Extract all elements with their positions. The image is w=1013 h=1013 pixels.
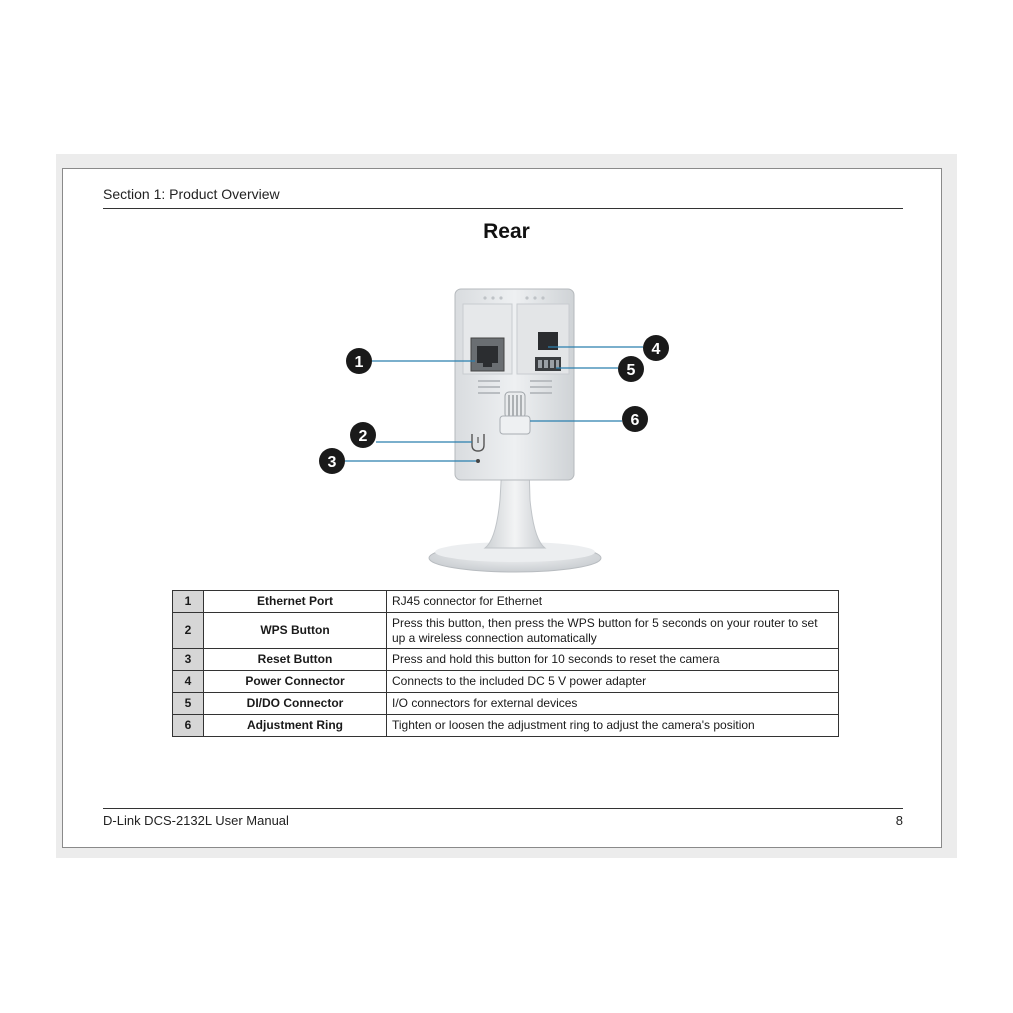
row-number: 5 xyxy=(172,692,204,715)
component-name: Ethernet Port xyxy=(203,590,387,613)
callout-lines xyxy=(345,346,643,462)
footer-manual-title: D-Link DCS-2132L User Manual xyxy=(103,813,289,828)
table-row: 6 Adjustment Ring Tighten or loosen the … xyxy=(172,714,839,737)
section-title: Section 1: Product Overview xyxy=(103,186,280,202)
component-description: Connects to the included DC 5 V power ad… xyxy=(386,670,839,693)
header-rule xyxy=(103,208,903,209)
row-number: 1 xyxy=(172,590,204,613)
component-description: Tighten or loosen the adjustment ring to… xyxy=(386,714,839,737)
component-name: DI/DO Connector xyxy=(203,692,387,715)
power-connector-icon xyxy=(538,332,558,350)
callout-3-label: 3 xyxy=(328,454,337,471)
row-number: 3 xyxy=(172,648,204,671)
component-name: WPS Button xyxy=(203,612,387,649)
callout-4-label: 4 xyxy=(652,341,661,358)
component-description: Press and hold this button for 10 second… xyxy=(386,648,839,671)
reset-button-icon xyxy=(476,459,480,463)
callout-3: 3 xyxy=(319,448,345,474)
callout-1: 1 xyxy=(346,348,372,374)
callout-2-label: 2 xyxy=(359,428,368,445)
component-name: Adjustment Ring xyxy=(203,714,387,737)
table-row: 5 DI/DO Connector I/O connectors for ext… xyxy=(172,692,839,715)
table-row: 3 Reset Button Press and hold this butto… xyxy=(172,648,839,671)
component-description: RJ45 connector for Ethernet xyxy=(386,590,839,613)
camera-stand xyxy=(483,429,547,549)
page-number: 8 xyxy=(895,813,903,828)
dido-connector-icon xyxy=(535,357,561,371)
callout-6-label: 6 xyxy=(631,412,640,429)
camera-body xyxy=(454,288,575,481)
page-heading: Rear xyxy=(483,220,530,243)
callout-5: 5 xyxy=(618,356,644,382)
callout-1-label: 1 xyxy=(355,354,364,371)
ethernet-port-icon xyxy=(470,337,505,372)
component-description: Press this button, then press the WPS bu… xyxy=(386,612,839,649)
table-row: 1 Ethernet Port RJ45 connector for Ether… xyxy=(172,590,839,613)
camera-base xyxy=(428,542,602,573)
component-table: 1 Ethernet Port RJ45 connector for Ether… xyxy=(172,590,839,737)
component-name: Power Connector xyxy=(203,670,387,693)
callout-6: 6 xyxy=(622,406,648,432)
component-description: I/O connectors for external devices xyxy=(386,692,839,715)
table-row: 4 Power Connector Connects to the includ… xyxy=(172,670,839,693)
row-number: 2 xyxy=(172,612,204,649)
callout-2: 2 xyxy=(350,422,376,448)
row-number: 4 xyxy=(172,670,204,693)
callout-4: 4 xyxy=(643,335,669,361)
camera-rear-figure: 1 2 3 4 5 6 xyxy=(319,288,669,573)
row-number: 6 xyxy=(172,714,204,737)
callout-5-label: 5 xyxy=(627,362,636,379)
footer-rule xyxy=(103,808,903,809)
component-name: Reset Button xyxy=(203,648,387,671)
table-row: 2 WPS Button Press this button, then pre… xyxy=(172,612,839,649)
wps-button-icon xyxy=(471,434,485,452)
adjustment-ring-icon xyxy=(499,391,531,435)
